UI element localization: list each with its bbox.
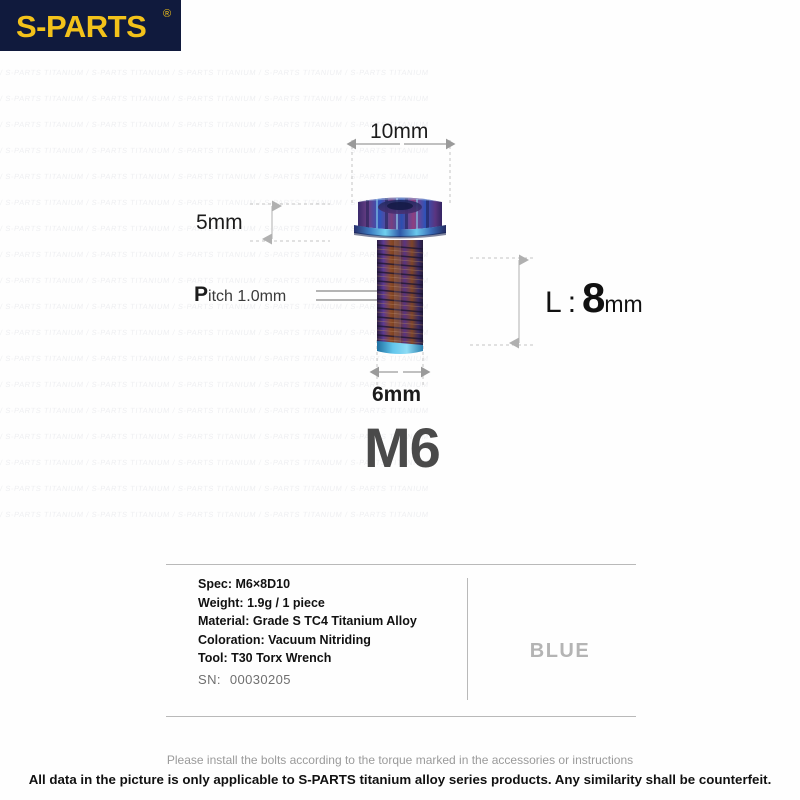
footer-install-note: Please install the bolts according to th… — [166, 753, 634, 767]
spec-row-coloration: Coloration: Vacuum Nitriding — [198, 632, 371, 647]
spec-row-weight: Weight: 1.9g / 1 piece — [198, 595, 325, 610]
bolt-head — [354, 197, 446, 239]
thread-size-label: M6 — [364, 416, 441, 479]
registered-trademark-icon: ® — [163, 8, 172, 20]
bolt-shaft-threads — [377, 240, 423, 354]
spec-divider-vertical — [467, 578, 468, 700]
dimension-label-length: L : 8mm — [545, 274, 643, 322]
dimension-label-pitch: Pitch 1.0mm — [194, 283, 286, 307]
spec-row-tool: Tool: T30 Torx Wrench — [198, 651, 332, 666]
color-variant-label: BLUE — [529, 640, 591, 662]
dimension-label-shaft-diameter: 6mm — [372, 383, 422, 406]
length-unit: mm — [604, 291, 643, 317]
serial-number: SN: 00030205 — [198, 672, 291, 687]
dimension-label-head-height: 5mm — [196, 211, 243, 234]
length-value: 8 — [582, 274, 605, 321]
spec-divider-bottom — [166, 716, 636, 717]
footer-counterfeit-warning: All data in the picture is only applicab… — [28, 772, 772, 787]
brand-logo: S-PARTS ® — [0, 0, 181, 51]
spec-row-spec: Spec: M6×8D10 — [198, 577, 291, 591]
serial-number-value: 00030205 — [229, 672, 291, 687]
brand-logo-text: S-PARTS — [16, 9, 147, 44]
pitch-value: itch 1.0mm — [208, 288, 287, 305]
pitch-prefix: P — [194, 283, 209, 306]
spec-row-material: Material: Grade S TC4 Titanium Alloy — [198, 614, 417, 629]
spec-divider-top — [166, 564, 636, 565]
dimension-label-head-width: 10mm — [370, 120, 429, 143]
length-prefix: L : — [545, 286, 583, 319]
serial-number-label: SN: — [198, 672, 221, 687]
spec-list: Spec: M6×8D10 Weight: 1.9g / 1 piece Mat… — [198, 575, 468, 668]
